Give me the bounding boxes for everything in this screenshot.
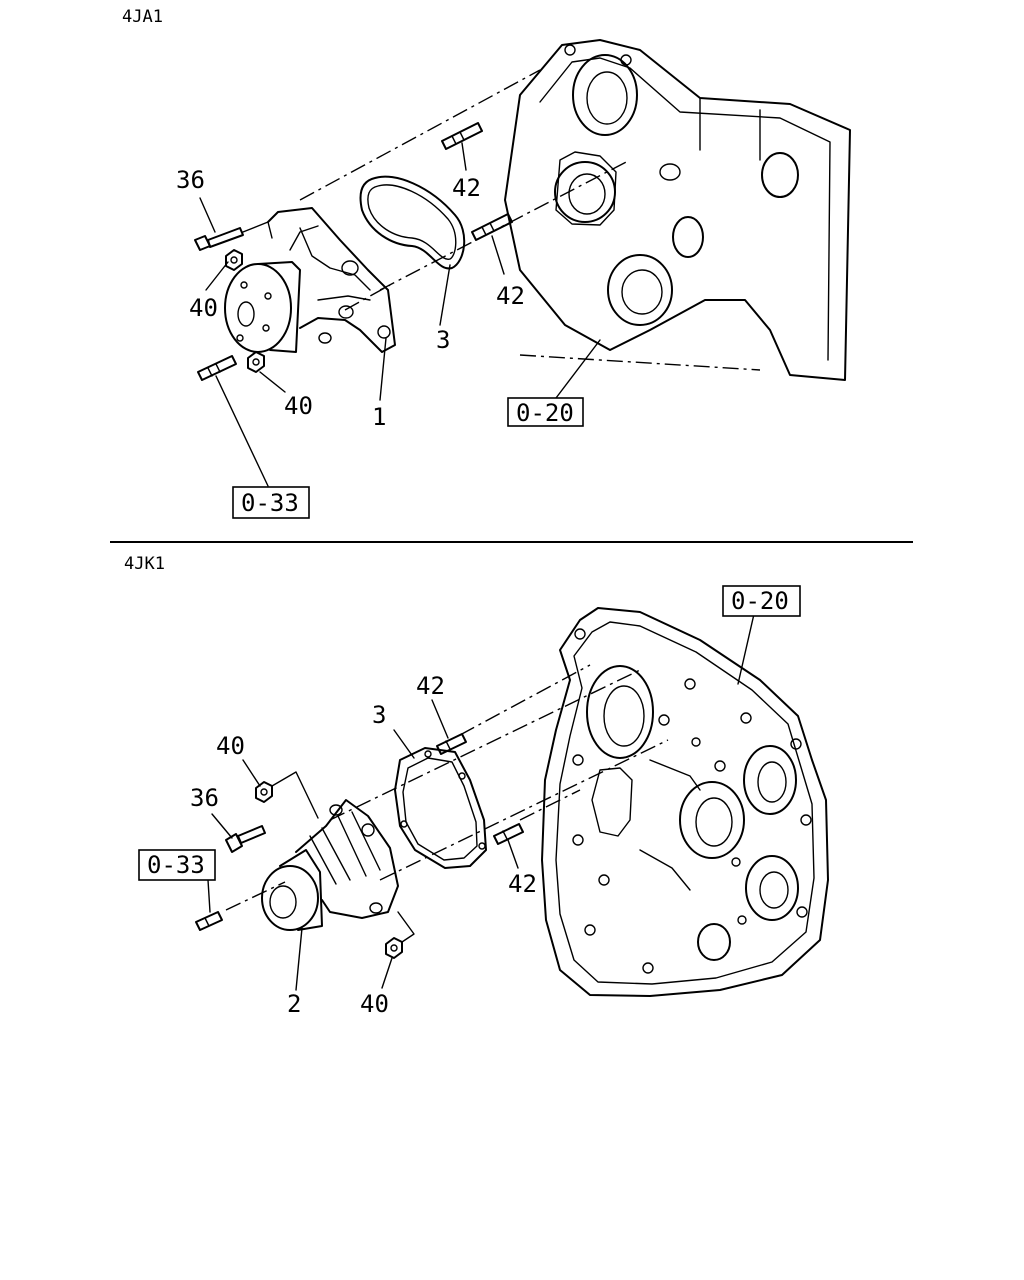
water-pump-bottom [261,799,399,931]
nut-upper-top [225,249,243,271]
water-pump-top [224,207,396,353]
label-gasket-bottom: 3 [372,701,386,729]
leader-nut-upper-bottom [242,759,261,787]
label-nut-lower-bottom: 40 [360,990,389,1018]
leader-fig-ref-bottom [207,879,211,913]
leader-nut-upper-top [205,261,229,291]
guide-line-3 [344,284,391,311]
label-gasket-top: 3 [436,326,450,354]
leader-pump-top [379,337,387,401]
label-nut-upper-bottom: 40 [216,732,245,760]
cover-centerline [519,354,761,371]
label-bolt-bottom: 36 [190,784,219,812]
leader-stud-lower-top [491,235,505,275]
label-bolt-top: 36 [176,166,205,194]
ref-box-cover-bottom [722,585,801,617]
bolt-bottom [225,825,266,853]
leader-stud-lower-bottom [507,839,519,869]
leader-cover-ref-bottom [737,613,755,685]
label-stud-upper-top: 42 [452,174,481,202]
guide-line-1 [299,69,541,201]
stud-upper-bottom [436,733,467,755]
gasket-top [359,175,466,270]
ref-fig-bottom: 0-33 [147,851,205,879]
leader-stud-upper-bottom [431,699,449,739]
ref-box-cover-top [507,397,584,427]
stud-lower-top [471,213,513,241]
nut-upper-guide [271,771,319,819]
label-nut-lower-top: 40 [284,392,313,420]
leader-gasket-bottom [393,729,415,759]
guide-line-2 [379,159,631,291]
bolt-top [194,221,273,251]
stud-upper-top [441,122,483,150]
section-title-4ja1: 4JA1 [122,7,163,27]
guide-line-5 [329,669,641,821]
stud-lower-bottom [493,823,524,845]
ref-box-fig-bottom [138,849,216,881]
leader-gasket-top [439,264,451,326]
guide-line-6 [379,739,669,881]
leader-nut-lower-bottom [381,957,393,989]
guide-line-8 [225,881,286,911]
section-title-4jk1: 4JK1 [124,554,165,574]
label-pump-top: 1 [372,403,386,431]
ref-cover-top: 0-20 [516,399,574,427]
label-pump-bottom: 2 [287,990,301,1018]
stud-left-bottom [195,911,223,931]
nut-lower-top [247,351,265,373]
leader-bolt-top [199,197,216,233]
nut-lower-bottom [385,937,403,959]
nut-upper-bottom [255,781,273,803]
leader-pump-bottom [295,927,303,991]
label-nut-upper-top: 40 [189,294,218,322]
label-stud-lower-top: 42 [496,282,525,310]
ref-fig-top: 0-33 [241,489,299,517]
label-stud-upper-bottom: 42 [416,672,445,700]
leader-bolt-bottom [211,813,233,839]
nut-lower-guide [397,911,415,943]
leader-nut-lower-top [259,371,286,393]
guide-line-7 [519,789,581,821]
ref-box-fig-top [232,486,310,519]
leader-fig-ref-top [215,375,269,487]
leader-cover-ref-top [555,339,601,399]
leader-stud-upper-top [461,142,467,171]
guide-line-4 [459,664,591,736]
stud-left-top [197,355,237,381]
label-stud-lower-bottom: 42 [508,870,537,898]
gear-case-bottom [541,607,829,997]
gasket-bottom [394,747,487,869]
ref-cover-bottom: 0-20 [731,587,789,615]
timing-cover-top [504,39,851,381]
